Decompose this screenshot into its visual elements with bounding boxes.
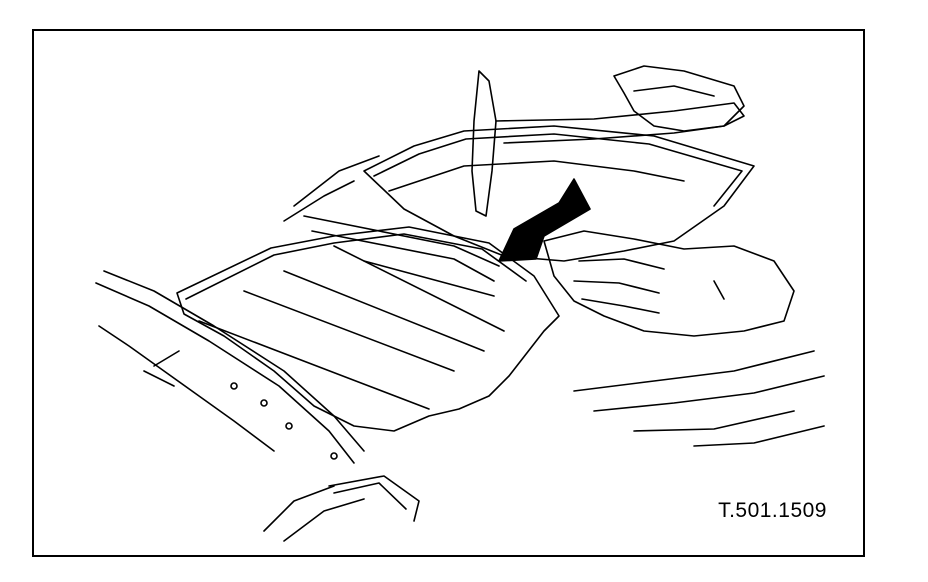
arrow-icon — [498, 178, 591, 262]
figure-frame: T.501.1509 — [32, 29, 865, 557]
reference-code: T.501.1509 — [718, 499, 827, 522]
panel-hammer-tap-icon — [95, 65, 825, 542]
